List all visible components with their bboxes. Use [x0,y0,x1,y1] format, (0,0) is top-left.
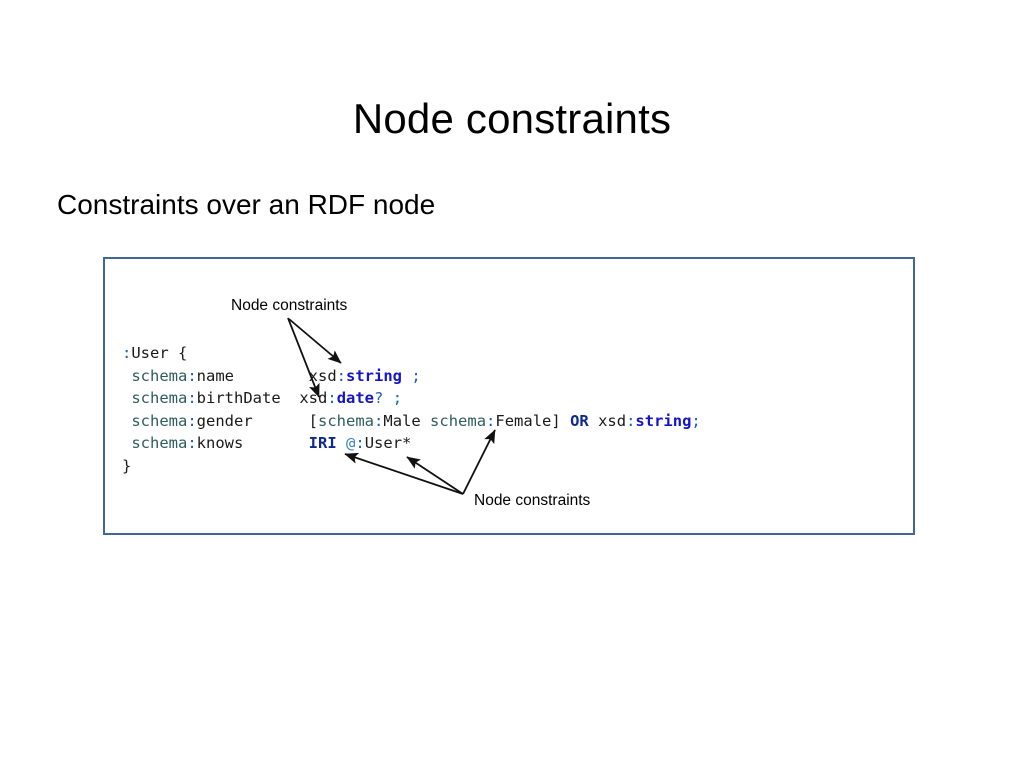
code-token: date [336,389,375,408]
code-token: xsd [299,389,328,408]
line-schema-knows: schema:knows IRI @:User* [122,432,701,455]
code-token: : [327,389,337,408]
code-token: User [131,344,169,362]
line-shape-close: } [122,455,701,478]
code-token: User [364,434,403,453]
code-token: Female [495,411,552,430]
page-title: Node constraints [352,95,672,143]
code-token: : [187,434,197,453]
code-token: } [122,456,132,475]
code-token: ; [411,366,421,385]
code-token: schema [430,411,487,430]
code-token: string [346,366,402,385]
code-token: [ [308,411,319,430]
annotation-label-bottom: Node constraints [474,492,591,509]
code-token [169,344,178,362]
code-token: xsd [598,411,627,430]
code-token [337,434,346,452]
code-token: : [187,366,197,385]
code-token [561,412,570,430]
line-schema-birthdate: schema:birthDate xsd:date? ; [122,387,701,410]
code-token: : [122,344,132,362]
code-token [383,389,392,407]
code-token: : [374,411,384,430]
code-token: * [402,434,412,453]
line-schema-gender: schema:gender [schema:Male schema:Female… [122,410,701,433]
code-token [243,434,308,452]
code-token: schema [122,434,188,453]
code-token: : [486,411,496,430]
code-panel-frame [103,257,915,535]
code-token: gender [196,411,253,430]
code-token: birthDate [196,389,281,408]
code-token: : [355,434,365,453]
annotation-label-top: Node constraints [231,297,348,314]
code-token [253,412,309,430]
code-token: name [196,366,234,385]
line-schema-name: schema:name xsd:string ; [122,365,701,388]
code-token: string [635,411,692,430]
code-token: xsd [308,366,337,385]
code-token [421,412,430,430]
code-token: ] [551,411,561,430]
code-token: : [187,389,197,408]
code-token: knows [196,434,244,453]
code-token: schema [318,411,375,430]
code-token [281,389,300,407]
code-token: : [336,366,346,385]
code-token [402,367,411,385]
code-token [589,412,598,430]
code-token: ? [374,389,384,408]
code-token: schema [122,411,188,430]
code-token: ; [392,389,403,408]
code-token: ; [691,411,701,430]
code-token: IRI [308,434,337,453]
code-token: OR [570,411,589,430]
code-token: : [187,411,197,430]
line-shape-header: :User { [122,342,701,365]
code-token [234,367,309,385]
code-token: @ [346,434,356,453]
code-token: Male [383,411,421,430]
code-token: schema [122,389,188,408]
slide-subtitle: Constraints over an RDF node [57,189,436,220]
code-token: { [178,344,188,362]
code-token: schema [122,366,188,385]
shex-code-block: :User { schema:name xsd:string ; schema:… [122,342,701,478]
code-token: : [626,411,636,430]
